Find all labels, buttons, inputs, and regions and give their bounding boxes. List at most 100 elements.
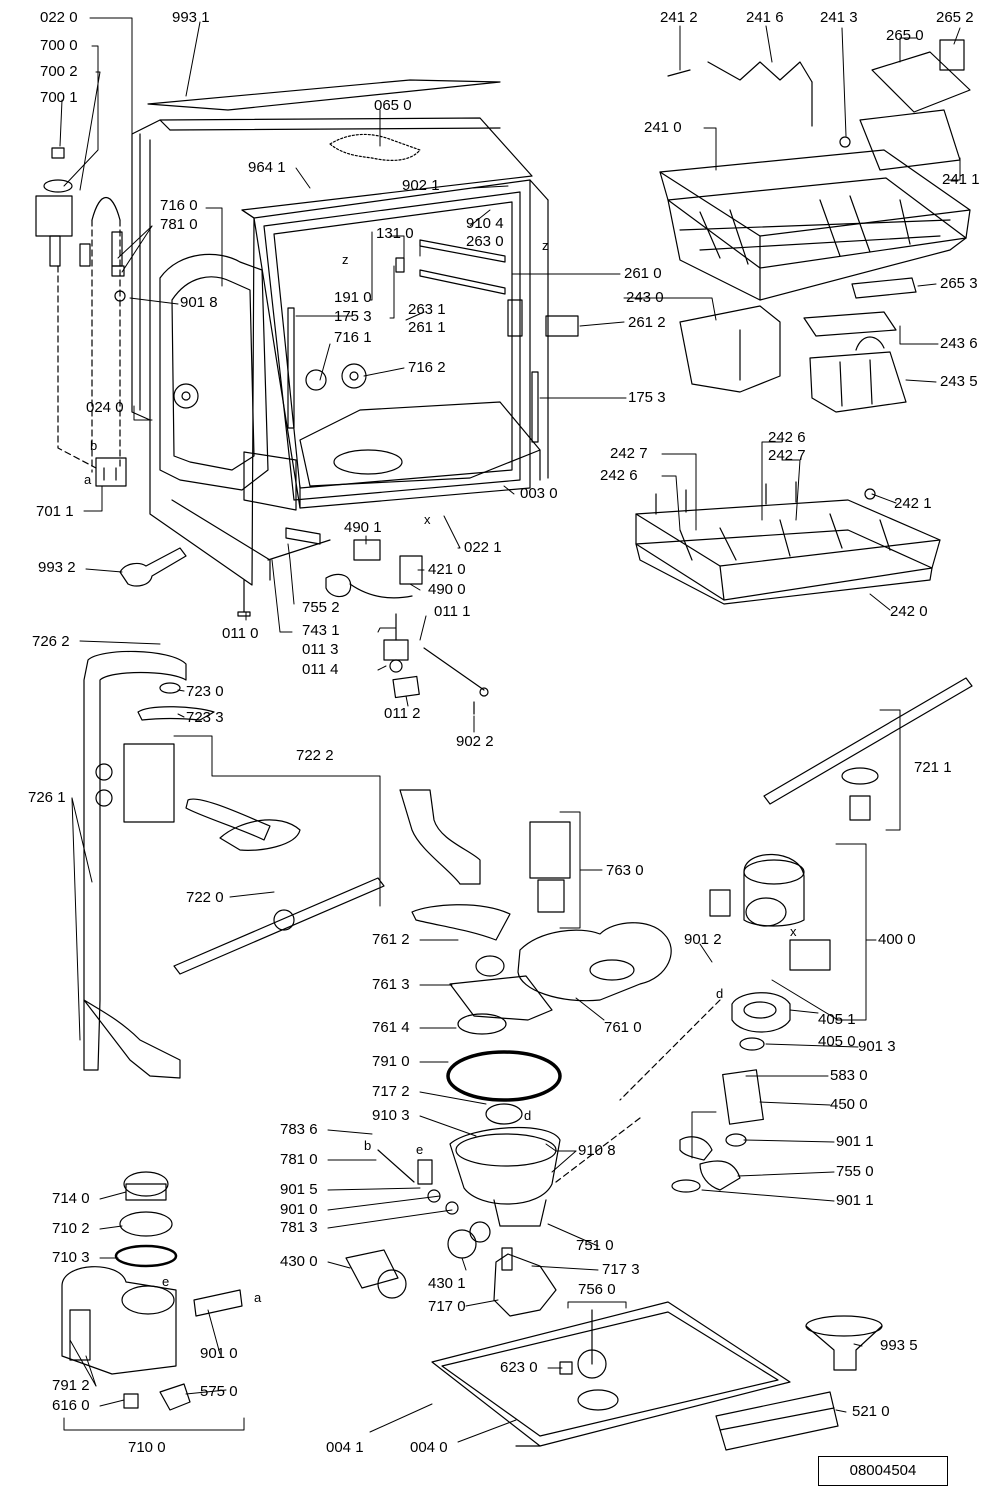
callout-902-2: 902 2 [456, 733, 494, 750]
mark-e-sump: e [416, 1142, 424, 1157]
callout-191-0: 191 0 [334, 289, 372, 306]
callout-910-3: 910 3 [372, 1107, 410, 1124]
callout-011-4: 011 4 [302, 661, 339, 678]
mark-a-salt: a [254, 1290, 262, 1305]
callout-901-2: 901 2 [684, 931, 722, 948]
callout-263-0: 263 0 [466, 233, 504, 250]
callout-901-1-upper: 901 1 [836, 1133, 874, 1150]
callout-755-0: 755 0 [836, 1163, 874, 1180]
callout-261-0: 261 0 [624, 265, 662, 282]
callout-265-0: 265 0 [886, 27, 924, 44]
callout-400-0: 400 0 [878, 931, 916, 948]
upper-basket [659, 39, 971, 301]
callout-241-2: 241 2 [660, 9, 698, 26]
callout-241-6: 241 6 [746, 9, 784, 26]
mark-a-upper: a [84, 472, 92, 487]
callout-763-0: 763 0 [606, 862, 644, 879]
callout-783-6: 783 6 [280, 1121, 318, 1138]
callout-910-4: 910 4 [466, 215, 504, 232]
callout-261-1: 261 1 [408, 319, 446, 336]
lower-basket [635, 481, 941, 605]
callout-242-1: 242 1 [894, 495, 932, 512]
callout-901-8: 901 8 [180, 294, 218, 311]
callout-405-0: 405 0 [818, 1033, 856, 1050]
callout-755-2: 755 2 [302, 599, 340, 616]
callout-756-0: 756 0 [578, 1281, 616, 1298]
callout-241-3: 241 3 [820, 9, 858, 26]
sensor-parts [325, 539, 489, 715]
callout-716-0: 716 0 [160, 197, 198, 214]
callout-716-1: 716 1 [334, 329, 372, 346]
mark-d-pump: d [716, 986, 724, 1001]
callout-243-0: 243 0 [626, 289, 664, 306]
base-panel [431, 1301, 883, 1451]
callout-003-0: 003 0 [520, 485, 558, 502]
callout-722-0: 722 0 [186, 889, 224, 906]
mark-b-upper: b [90, 438, 98, 453]
leader-lines [59, 17, 961, 1443]
sump-filter [345, 789, 672, 1317]
callout-175-3-upper: 175 3 [334, 308, 372, 325]
spray-arms [83, 650, 973, 1079]
callout-901-1-lower: 901 1 [836, 1192, 874, 1209]
callout-521-0: 521 0 [852, 1403, 890, 1420]
cutlery-baskets [679, 305, 907, 413]
callout-004-0: 004 0 [410, 1439, 448, 1456]
callout-011-1: 011 1 [434, 603, 471, 620]
document-id-box: 08004504 [818, 1456, 948, 1486]
callout-405-1: 405 1 [818, 1011, 856, 1028]
callout-901-0-sump: 901 0 [280, 1201, 318, 1218]
callout-065-0: 065 0 [374, 97, 412, 114]
callout-761-0: 761 0 [604, 1019, 642, 1036]
callout-901-0-salt: 901 0 [200, 1345, 238, 1362]
salt-container [61, 1171, 243, 1411]
callout-242-7-right: 242 7 [768, 447, 806, 464]
callout-242-6-left: 242 6 [600, 467, 638, 484]
inlet-valve-parts [35, 147, 187, 587]
callout-791-2: 791 2 [52, 1377, 90, 1394]
callout-751-0: 751 0 [576, 1237, 614, 1254]
callout-781-0-lower: 781 0 [280, 1151, 318, 1168]
callout-004-1: 004 1 [326, 1439, 364, 1456]
callout-242-6-right: 242 6 [768, 429, 806, 446]
callout-583-0: 583 0 [830, 1067, 868, 1084]
callout-993-5: 993 5 [880, 1337, 918, 1354]
callout-717-3: 717 3 [602, 1261, 640, 1278]
callout-490-0: 490 0 [428, 581, 466, 598]
callout-714-0: 714 0 [52, 1190, 90, 1207]
callout-721-1: 721 1 [914, 759, 952, 776]
callout-575-0: 575 0 [200, 1383, 238, 1400]
callout-717-0: 717 0 [428, 1298, 466, 1315]
callout-131-0: 131 0 [376, 225, 414, 242]
callout-265-2: 265 2 [936, 9, 974, 26]
callout-700-1: 700 1 [40, 89, 78, 106]
callout-490-1: 490 1 [344, 519, 382, 536]
callout-717-2: 717 2 [372, 1083, 410, 1100]
callout-993-1: 993 1 [172, 9, 210, 26]
callout-761-4: 761 4 [372, 1019, 410, 1036]
callout-011-2: 011 2 [384, 705, 421, 722]
callout-430-1: 430 1 [428, 1275, 466, 1292]
callout-241-1: 241 1 [942, 171, 980, 188]
callout-723-3: 723 3 [186, 709, 224, 726]
callout-710-0: 710 0 [128, 1439, 166, 1456]
mark-x-pump: x [790, 924, 797, 939]
callout-700-0: 700 0 [40, 37, 78, 54]
callout-791-0: 791 0 [372, 1053, 410, 1070]
callout-700-2: 700 2 [40, 63, 78, 80]
callout-242-0: 242 0 [890, 603, 928, 620]
callout-781-0: 781 0 [160, 216, 198, 233]
callout-910-8: 910 8 [578, 1142, 616, 1159]
callout-450-0: 450 0 [830, 1096, 868, 1113]
callout-421-0: 421 0 [428, 561, 466, 578]
mark-b-sump: b [364, 1138, 372, 1153]
callout-723-0: 723 0 [186, 683, 224, 700]
callout-726-1: 726 1 [28, 789, 66, 806]
callout-623-0: 623 0 [500, 1359, 538, 1376]
callout-710-3: 710 3 [52, 1249, 90, 1266]
callout-902-1: 902 1 [402, 177, 440, 194]
callout-022-0: 022 0 [40, 9, 78, 26]
callout-261-2: 261 2 [628, 314, 666, 331]
